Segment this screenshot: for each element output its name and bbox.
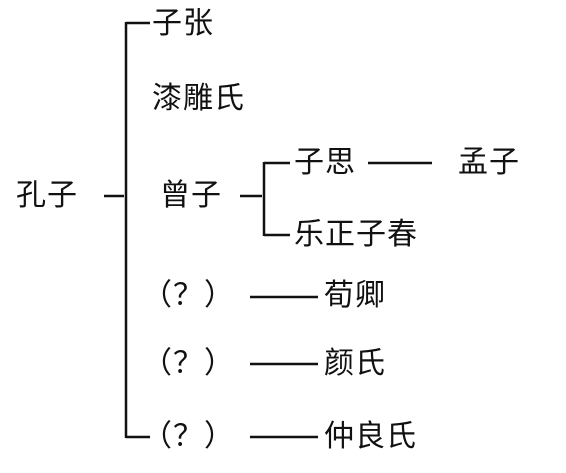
- node-zisi: 子思: [294, 145, 356, 180]
- node-yanshi: 颜氏: [324, 346, 386, 381]
- branch-unknown-1: （？）: [142, 278, 235, 313]
- branch-zizhang: 子张: [152, 6, 214, 41]
- node-yuezhengzichun: 乐正子春: [294, 217, 418, 252]
- node-zhongliangshi: 仲良氏: [324, 419, 417, 454]
- branch-unknown-2: （？）: [142, 346, 235, 381]
- branch-unknown-3: （？）: [142, 419, 235, 454]
- node-mengzi: 孟子: [458, 145, 520, 180]
- root-node-kongzi: 孔子: [16, 178, 78, 213]
- branch-zengzi: 曾子: [160, 178, 222, 213]
- node-xunqing: 荀卿: [324, 278, 386, 313]
- branch-qidiaoshi: 漆雕氏: [152, 81, 245, 116]
